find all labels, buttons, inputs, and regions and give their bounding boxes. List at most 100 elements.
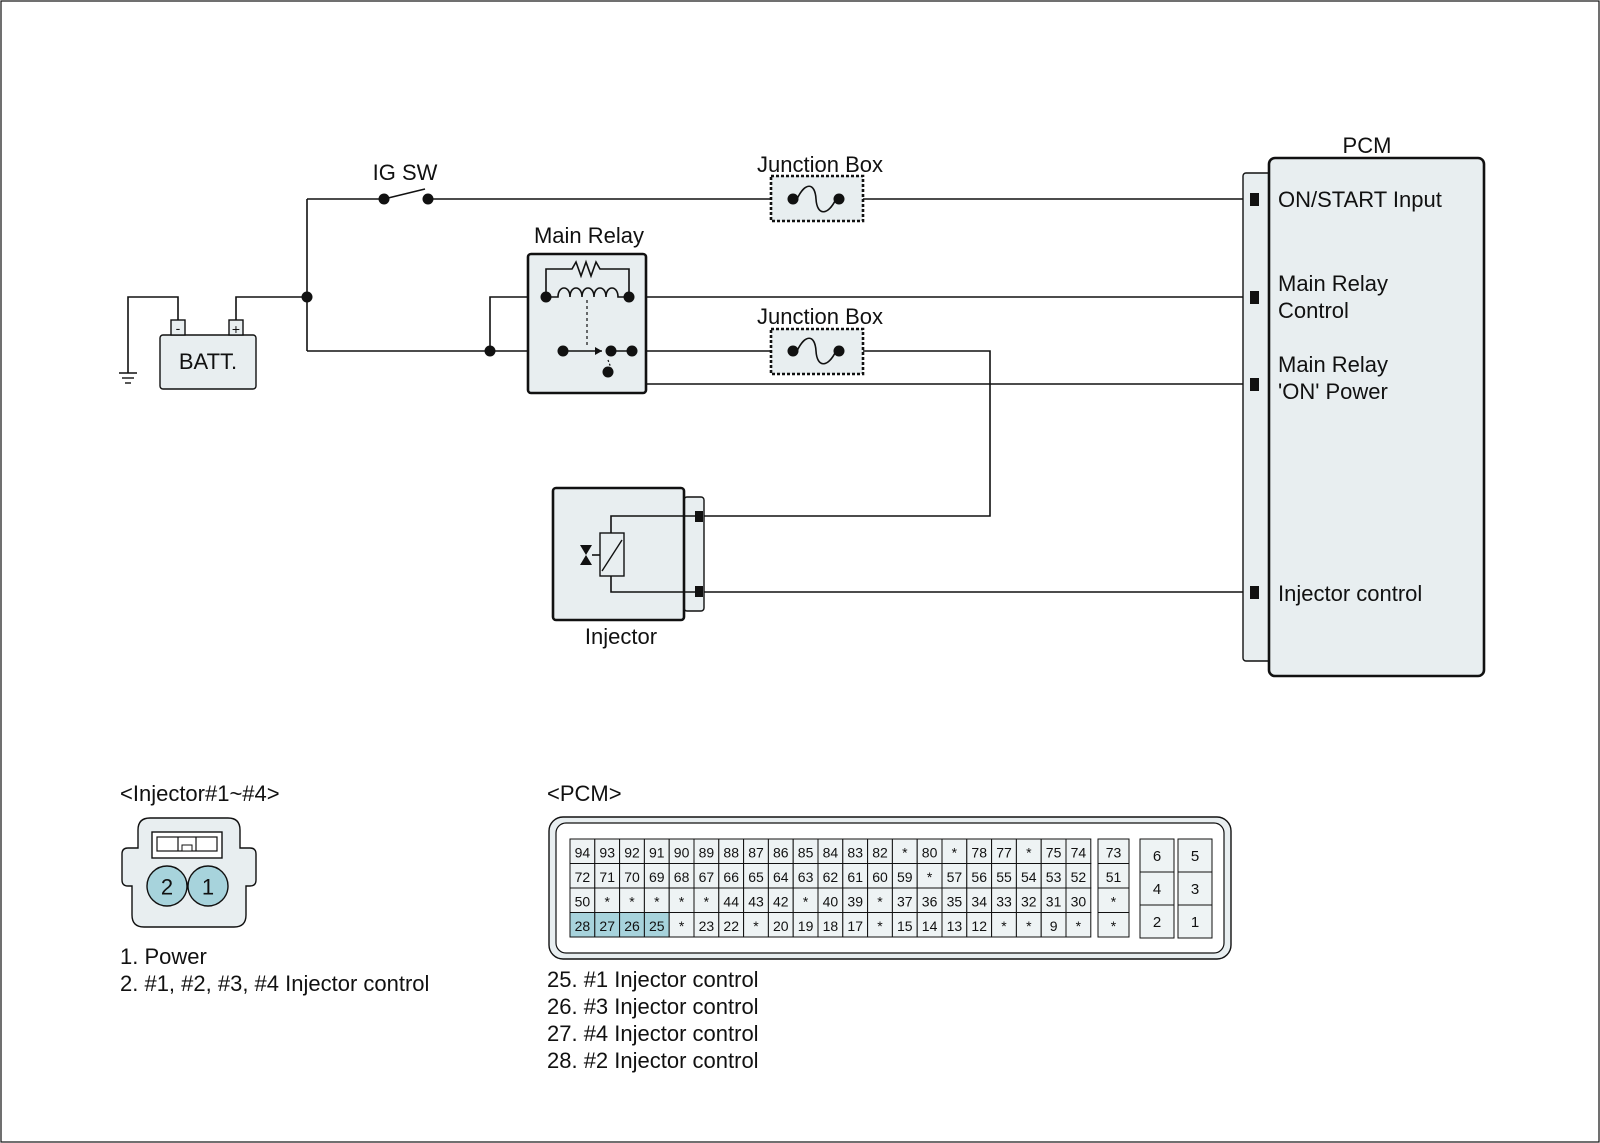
pcm-pin: 71 xyxy=(599,869,615,885)
pcm-pin: 84 xyxy=(823,844,839,860)
pcm-pin: 75 xyxy=(1046,844,1062,860)
pcm-pin: 33 xyxy=(996,893,1012,909)
pcm-legend-3: 27. #4 Injector control xyxy=(547,1021,759,1046)
pcm-pin: 28 xyxy=(575,918,591,934)
pcm-pin-cell xyxy=(668,863,695,889)
pcm-pin: 64 xyxy=(773,869,789,885)
pcm-pin-small: 5 xyxy=(1191,848,1199,865)
pcm-pin: 93 xyxy=(599,844,615,860)
pcm-pin-cell xyxy=(643,863,670,889)
pcm-pin-cell xyxy=(1065,912,1092,938)
pcm-pin: 59 xyxy=(897,869,913,885)
batt-label: BATT. xyxy=(179,349,237,374)
junction-box-1: Junction Box xyxy=(757,152,883,223)
pcm-pin-cell xyxy=(1040,887,1067,913)
pcm-connector-title: <PCM> xyxy=(547,781,622,806)
pcm-pin: 70 xyxy=(624,869,640,885)
pcm-pin: 85 xyxy=(798,844,814,860)
pcm-pin: * xyxy=(654,893,660,909)
pcm-pin: 35 xyxy=(947,893,963,909)
pcm-pin: 53 xyxy=(1046,869,1062,885)
pcm-pin-small: 3 xyxy=(1191,881,1199,898)
pcm-pin: * xyxy=(902,844,908,860)
pcm-pin: * xyxy=(604,893,610,909)
pcm-pin-main-relay-power-1: Main Relay xyxy=(1278,352,1388,377)
pcm-pin: * xyxy=(877,918,883,934)
batt-minus-label: - xyxy=(176,320,181,336)
pcm-pin-side-cell xyxy=(1097,838,1130,864)
injector-legend-2: 2. #1, #2, #3, #4 Injector control xyxy=(120,971,429,996)
injector-legend-1: 1. Power xyxy=(120,944,207,969)
pcm-pin: 86 xyxy=(773,844,789,860)
pcm-pin-cell xyxy=(891,912,918,938)
pcm-pin: * xyxy=(1026,844,1032,860)
pcm-pin: 18 xyxy=(823,918,839,934)
pcm-pin-on-start: ON/START Input xyxy=(1278,187,1442,212)
pcm-pin: * xyxy=(679,918,685,934)
pcm-pin: 27 xyxy=(599,918,615,934)
injector: Injector xyxy=(551,486,705,649)
pcm-pin: 74 xyxy=(1071,844,1087,860)
pcm-pin: 62 xyxy=(823,869,839,885)
pcm-pin-small: 2 xyxy=(1153,914,1161,931)
pcm-pin: 30 xyxy=(1071,893,1087,909)
ground-icon xyxy=(119,372,137,384)
pcm-pin-side: 51 xyxy=(1106,869,1122,885)
pcm-pin: 67 xyxy=(699,869,715,885)
pcm-pin-cell xyxy=(1015,863,1042,889)
pcm-pin: 13 xyxy=(947,918,963,934)
pcm: PCM ON/START Input Main Relay Control Ma… xyxy=(1242,133,1486,678)
pcm-legend-4: 28. #2 Injector control xyxy=(547,1048,759,1073)
coil-icon xyxy=(546,287,629,298)
pcm-pin-cell xyxy=(594,887,621,913)
pcm-pin-cell xyxy=(842,838,869,864)
pcm-pin: * xyxy=(1001,918,1007,934)
pcm-pin: * xyxy=(704,893,710,909)
pcm-pin-main-relay-control-2: Control xyxy=(1278,298,1349,323)
pcm-pin-small-cell xyxy=(1139,904,1175,939)
pcm-pin-cell xyxy=(668,838,695,864)
pcm-pin: * xyxy=(629,893,635,909)
pcm-pin: * xyxy=(753,918,759,934)
pcm-pin: 88 xyxy=(723,844,739,860)
pcm-pin-main-relay-power-2: 'ON' Power xyxy=(1278,379,1388,404)
pcm-pin-side: * xyxy=(1111,918,1117,934)
pcm-pin: 87 xyxy=(748,844,764,860)
pcm-pin: * xyxy=(1026,918,1032,934)
batt-plus-label: + xyxy=(232,321,240,337)
pcm-pin: 22 xyxy=(723,918,739,934)
fuse-icon xyxy=(796,337,837,365)
pcm-pin-cell xyxy=(1015,838,1042,864)
pcm-pin-cell xyxy=(767,863,794,889)
pcm-pin-cell xyxy=(941,863,968,889)
pcm-pin-cell xyxy=(743,912,769,938)
pcm-pin: 9 xyxy=(1050,918,1058,934)
pcm-pin: 17 xyxy=(847,918,863,934)
pcm-pin-small-cell xyxy=(1177,838,1213,873)
pcm-pin-small: 4 xyxy=(1153,881,1161,898)
pcm-pin: 57 xyxy=(947,869,963,885)
pcm-pin-cell xyxy=(668,912,695,938)
pcm-pin: 83 xyxy=(847,844,863,860)
injector-connector: <Injector#1~#4> 2 1 1. Power 2. #1, #2, … xyxy=(120,781,429,996)
pcm-pin-side-cell xyxy=(1097,912,1130,938)
pcm-pin-cell xyxy=(792,887,819,913)
pcm-pin: 37 xyxy=(897,893,913,909)
pcm-pin: 19 xyxy=(798,918,814,934)
pcm-pin-cell xyxy=(891,838,918,864)
pcm-pin: 15 xyxy=(897,918,913,934)
junction-box-2-label: Junction Box xyxy=(757,304,883,329)
pcm-pin-cell xyxy=(941,887,968,913)
pcm-pin: 94 xyxy=(575,844,591,860)
pcm-pin-cell xyxy=(817,863,844,889)
pcm-pin: 63 xyxy=(798,869,814,885)
pcm-pin: 61 xyxy=(847,869,863,885)
injector-pin-2: 2 xyxy=(161,875,173,900)
pcm-pin-small: 6 xyxy=(1153,848,1161,865)
pcm-pin-cell xyxy=(1015,912,1042,938)
pcm-pin: * xyxy=(803,893,809,909)
pcm-pin-cell xyxy=(966,838,993,864)
